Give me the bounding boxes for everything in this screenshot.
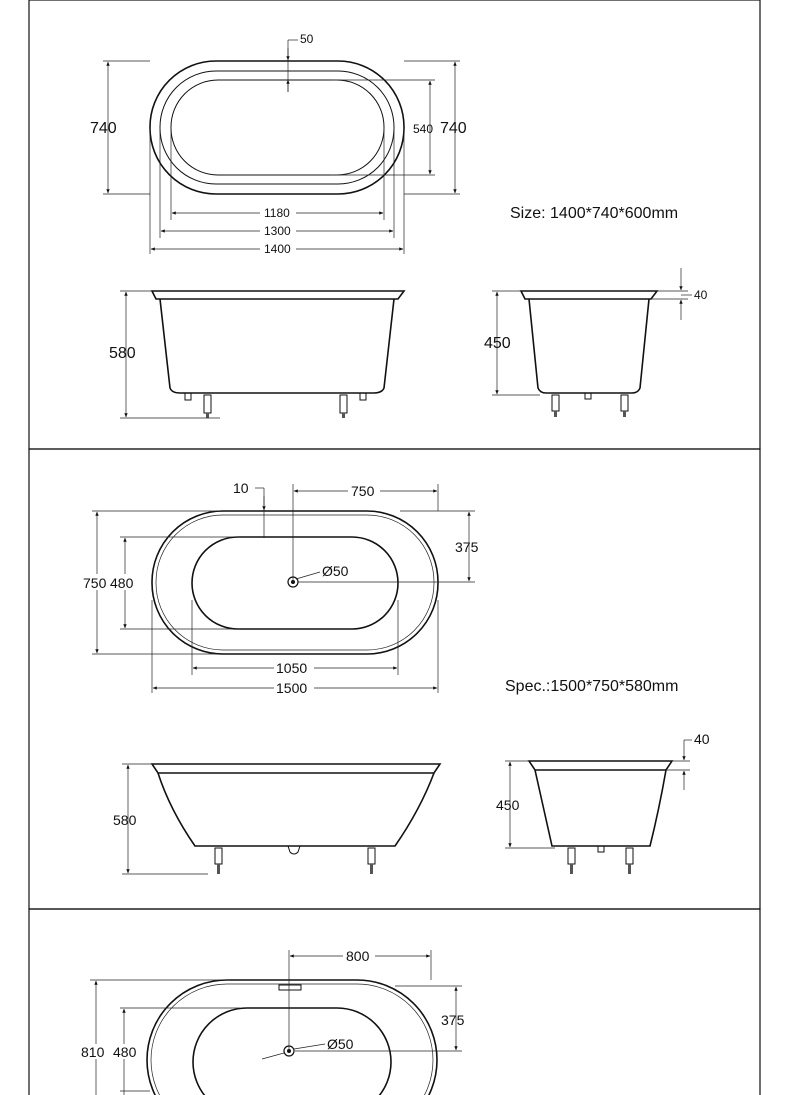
tub-rim-inner-outline [159,70,395,185]
dim-1500: 1500 [276,680,307,696]
panel-3-frame [28,908,761,1095]
tub-outer-outline [149,60,405,195]
drain-diameter: Ø50 [322,563,349,579]
tub-basin-outline [170,79,385,176]
dim-750-top: 750 [351,483,375,499]
dim-375: 375 [441,1012,465,1028]
panel-2-spec-label: Spec.:1500*750*580mm [505,678,678,695]
tub-outer-outline [146,979,438,1095]
dim-375: 375 [455,539,479,555]
side-height-450: 450 [496,797,520,813]
dim-540: 540 [413,122,433,136]
dim-480: 480 [113,1044,137,1060]
tub-rim-line [150,983,434,1095]
dim-810: 810 [81,1044,105,1060]
panel-1-frame [28,0,761,450]
overflow-slot [278,984,302,991]
dim-1050: 1050 [276,660,307,676]
panel-1-size-label: Size: 1400*740*600mm [510,205,678,222]
panel-2: Ø50 10 750 375 750 [28,448,761,910]
tub-basin-outline [192,1007,392,1095]
panel-2-front-view: 580 [113,763,442,875]
front-legs [184,392,367,418]
dim-1400: 1400 [264,242,291,256]
dim-1300: 1300 [264,224,291,238]
panel-3-top-view: Ø50 800 375 810 480 [80,948,465,1095]
dim-740-left: 740 [90,120,117,137]
dim-740-right: 740 [440,120,467,137]
panel-2-top-view: Ø50 10 750 375 750 [82,480,479,696]
front-height-580: 580 [109,345,136,362]
panel-1-front-view: 580 [109,290,406,419]
dim-50: 50 [300,32,314,46]
side-rim-40: 40 [694,288,708,302]
side-height-450: 450 [484,335,511,352]
front-height-580: 580 [113,812,137,828]
panel-3: Ø50 800 375 810 480 [28,908,761,1095]
dim-750-left: 750 [83,575,107,591]
tub-basin-outline [191,536,399,630]
side-rim-40: 40 [694,731,710,747]
panel-1-side-view: 450 40 [484,268,708,417]
dim-480: 480 [110,575,134,591]
tub-outer-outline [151,510,439,655]
front-rim [150,290,406,300]
panel-1: 50 740 540 740 [28,0,761,450]
dim-10: 10 [233,480,249,496]
tub-rim-line [155,514,435,651]
front-body [159,298,395,394]
dim-800: 800 [346,948,370,964]
panel-2-side-view: 450 40 [496,731,710,874]
drain-diameter: Ø50 [327,1036,354,1052]
panel-1-top-view: 50 740 540 740 [90,32,467,256]
dim-1180: 1180 [264,206,290,220]
